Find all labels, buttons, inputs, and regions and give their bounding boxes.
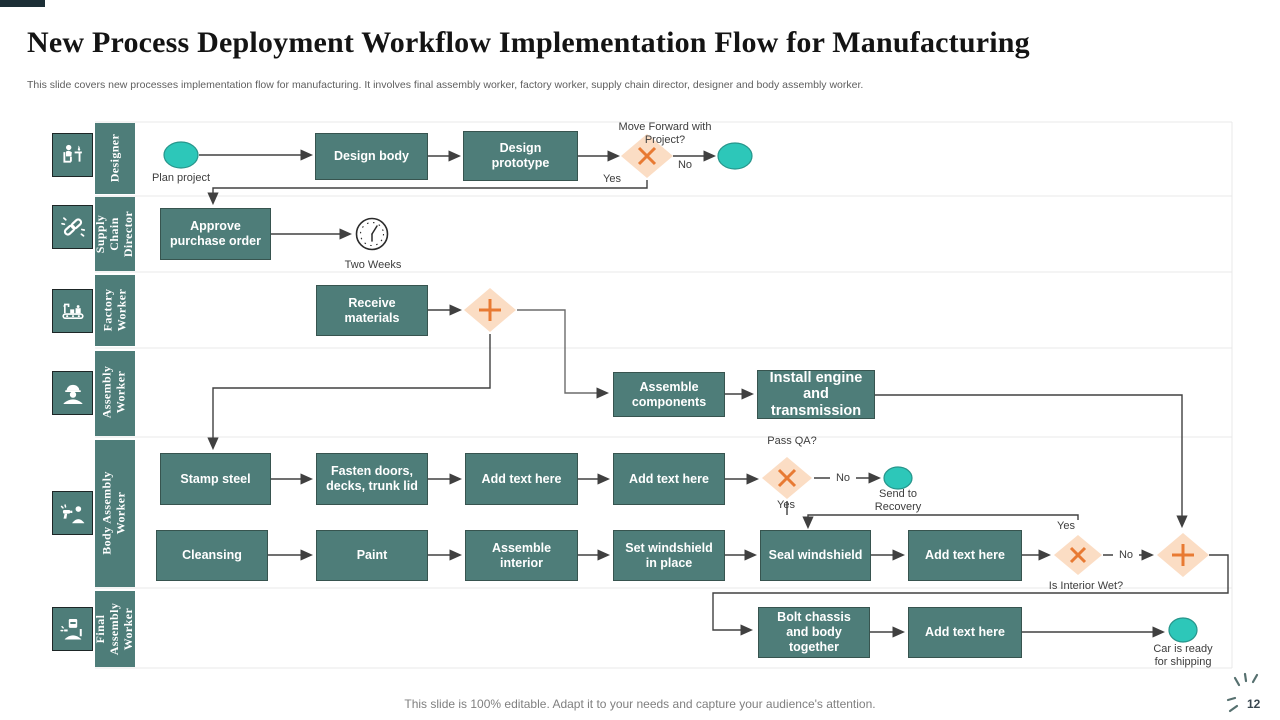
label-plan-project: Plan project [151,172,211,184]
label-yes-2: Yes [777,499,795,511]
connector-gateway-assemble [517,309,610,399]
chain-link-icon[interactable] [52,205,93,249]
task-seal-windshield[interactable]: Seal windshield [760,530,871,581]
label-no-3: No [1113,549,1139,562]
task-add-text-3[interactable]: Add text here [908,530,1022,581]
factory-conveyor-icon[interactable] [52,289,93,333]
lane-bar-supply-chain[interactable] [95,197,135,271]
label-send-to-recovery: Send to Recovery [874,488,922,513]
task-cleansing[interactable]: Cleansing [156,530,268,581]
page-number: 12 [1247,697,1261,711]
task-assemble-interior[interactable]: Assemble interior [465,530,578,581]
label-no-1: No [672,159,698,172]
lane-bar-factory-worker[interactable] [95,275,135,346]
task-stamp-steel[interactable]: Stamp steel [160,453,271,505]
welder-icon[interactable] [52,607,93,651]
task-bolt-chassis[interactable]: Bolt chassis and body together [758,607,870,658]
label-two-weeks: Two Weeks [344,259,402,271]
burst-icon [1226,672,1259,713]
connector-yes-approve [207,180,648,206]
task-receive-materials[interactable]: Receive materials [316,285,428,336]
spray-robot-icon[interactable] [52,491,93,535]
task-approve-purchase-order[interactable]: Approve purchase order [160,208,271,260]
label-no-2: No [830,472,856,485]
gateway-parallel-merge[interactable] [1157,533,1209,577]
task-add-text-1[interactable]: Add text here [465,453,578,505]
connector-gateway-stampsteel [207,334,491,451]
lane-bar-body-assembly[interactable] [95,440,135,587]
gateway-parallel-split[interactable] [464,288,516,332]
lane-bar-designer[interactable] [95,123,135,194]
task-paint[interactable]: Paint [316,530,428,581]
page-title: New Process Deployment Workflow Implemen… [27,26,1030,59]
task-add-text-4[interactable]: Add text here [908,607,1022,658]
gateway-pass-qa[interactable] [762,457,812,499]
label-car-ready: Car is ready for shipping [1153,643,1213,668]
label-yes-1: Yes [603,173,621,185]
page-subtitle: This slide covers new processes implemen… [27,79,864,91]
task-add-text-2[interactable]: Add text here [613,453,725,505]
task-design-body[interactable]: Design body [315,133,428,180]
footer-note: This slide is 100% editable. Adapt it to… [404,697,876,711]
task-install-engine[interactable]: Install engine and transmission [757,370,875,419]
task-set-windshield[interactable]: Set windshield in place [613,530,725,581]
task-assemble-components[interactable]: Assemble components [613,372,725,417]
label-interior-wet-question: Is Interior Wet? [1048,580,1124,592]
corner-accent-bar [0,0,45,7]
label-move-forward-question: Move Forward with Project? [618,121,712,146]
label-pass-qa-question: Pass QA? [767,435,817,447]
gateway-interior-wet[interactable] [1054,535,1102,575]
task-design-prototype[interactable]: Design prototype [463,131,578,181]
lane-bar-final-assembly[interactable] [95,591,135,667]
designer-desk-icon[interactable] [52,133,93,177]
gateway-move-forward[interactable] [621,134,673,178]
helmet-worker-icon[interactable] [52,371,93,415]
end-event-no-project[interactable] [717,142,753,170]
end-event-send-recovery[interactable] [883,466,913,490]
end-event-car-ready[interactable] [1168,617,1198,643]
start-event-plan-project[interactable] [163,141,199,169]
clock-icon[interactable] [355,217,389,251]
task-fasten-doors[interactable]: Fasten doors, decks, trunk lid [316,453,428,505]
label-yes-3: Yes [1049,520,1083,533]
lane-bar-assembly-worker[interactable] [95,351,135,436]
